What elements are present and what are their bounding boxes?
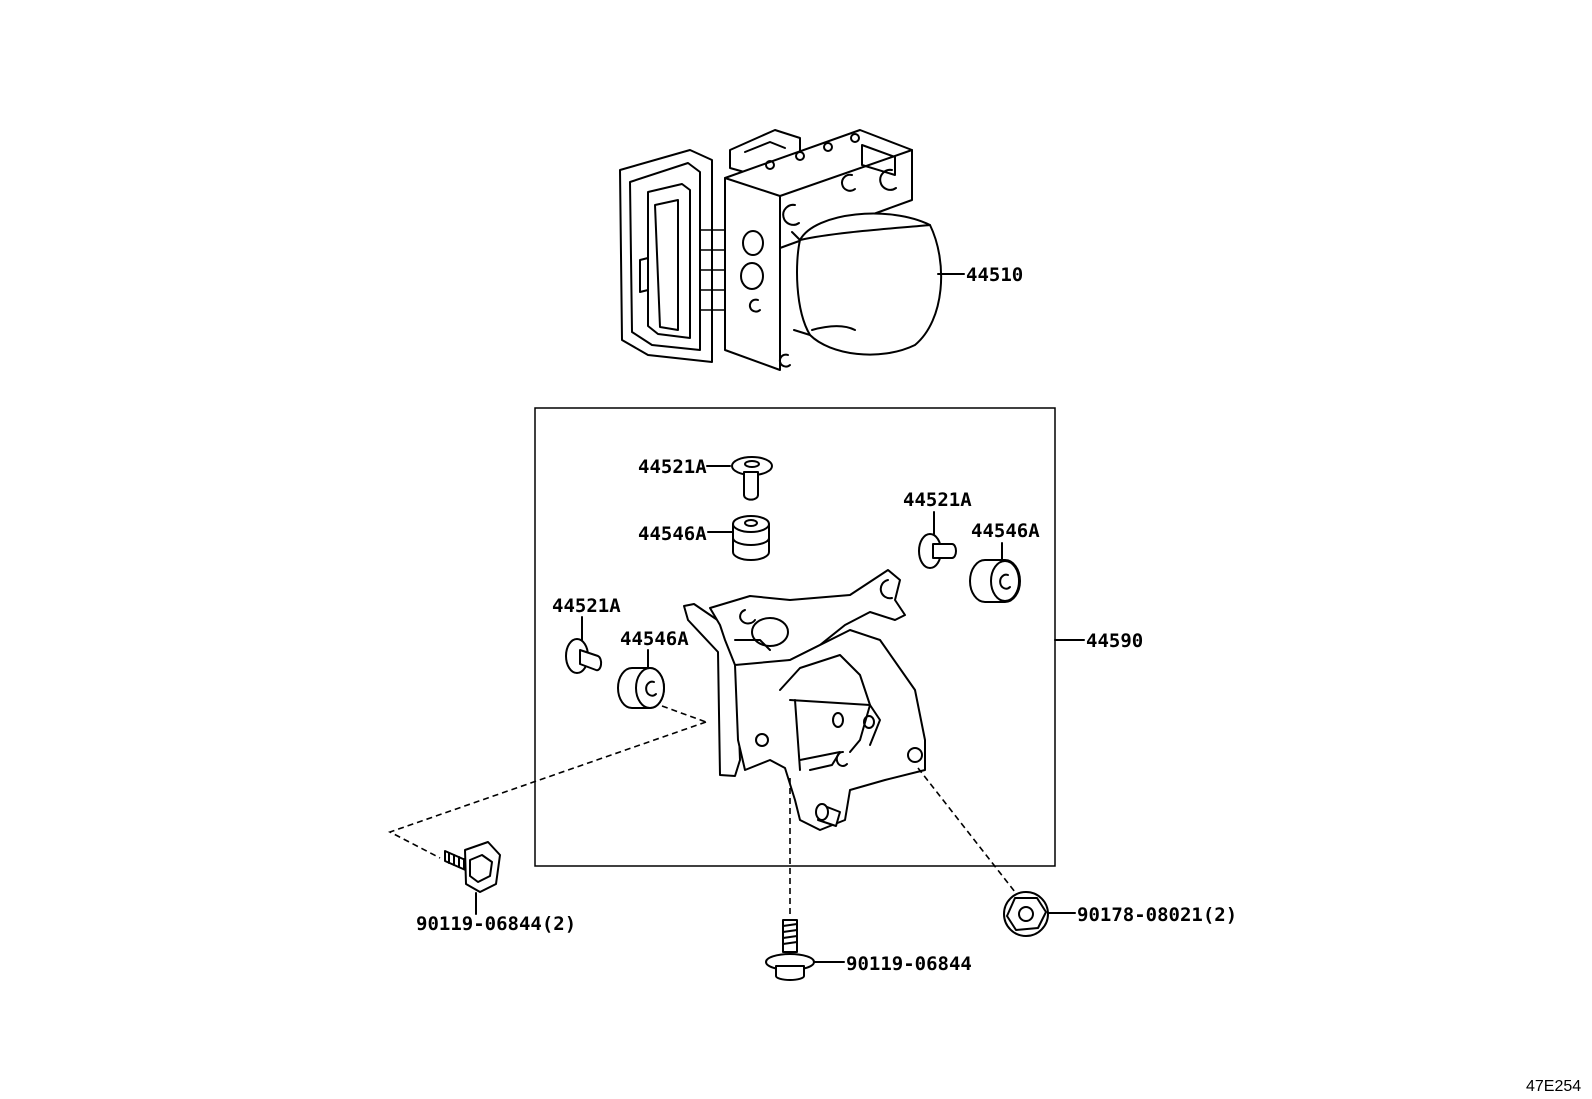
label-nut-right: 90178-08021(2) [1077,904,1237,926]
reference-code: 47E254 [1526,1078,1581,1095]
label-44510: 44510 [966,264,1023,286]
cushion-left-drawing [617,667,665,709]
bracket-assembly-box [534,407,1056,867]
guide-nut-right [917,767,1016,893]
cushion-right-drawing [969,559,1021,603]
cushion-top-drawing [732,515,770,561]
label-cushion-left: 44546A [620,628,689,650]
pin-top-drawing [731,456,773,501]
label-pin-top: 44521A [638,456,707,478]
pin-left-drawing [565,638,603,674]
bracket-drawing [683,569,926,831]
label-bolt-left: 90119-06844(2) [416,913,576,935]
label-pin-right: 44521A [903,489,972,511]
label-44590: 44590 [1086,630,1143,652]
label-cushion-right: 44546A [971,520,1040,542]
bolt-left-drawing [444,841,501,893]
bolt-bottom-drawing [765,919,815,981]
label-pin-left: 44521A [552,595,621,617]
guide-bolt-left [387,721,707,859]
nut-right-drawing [1003,891,1049,937]
pin-right-drawing [918,533,957,569]
guide-cushion-left [661,705,707,723]
label-bolt-bottom: 90119-06844 [846,953,972,975]
abs-actuator-drawing [619,129,943,371]
label-cushion-top: 44546A [638,523,707,545]
